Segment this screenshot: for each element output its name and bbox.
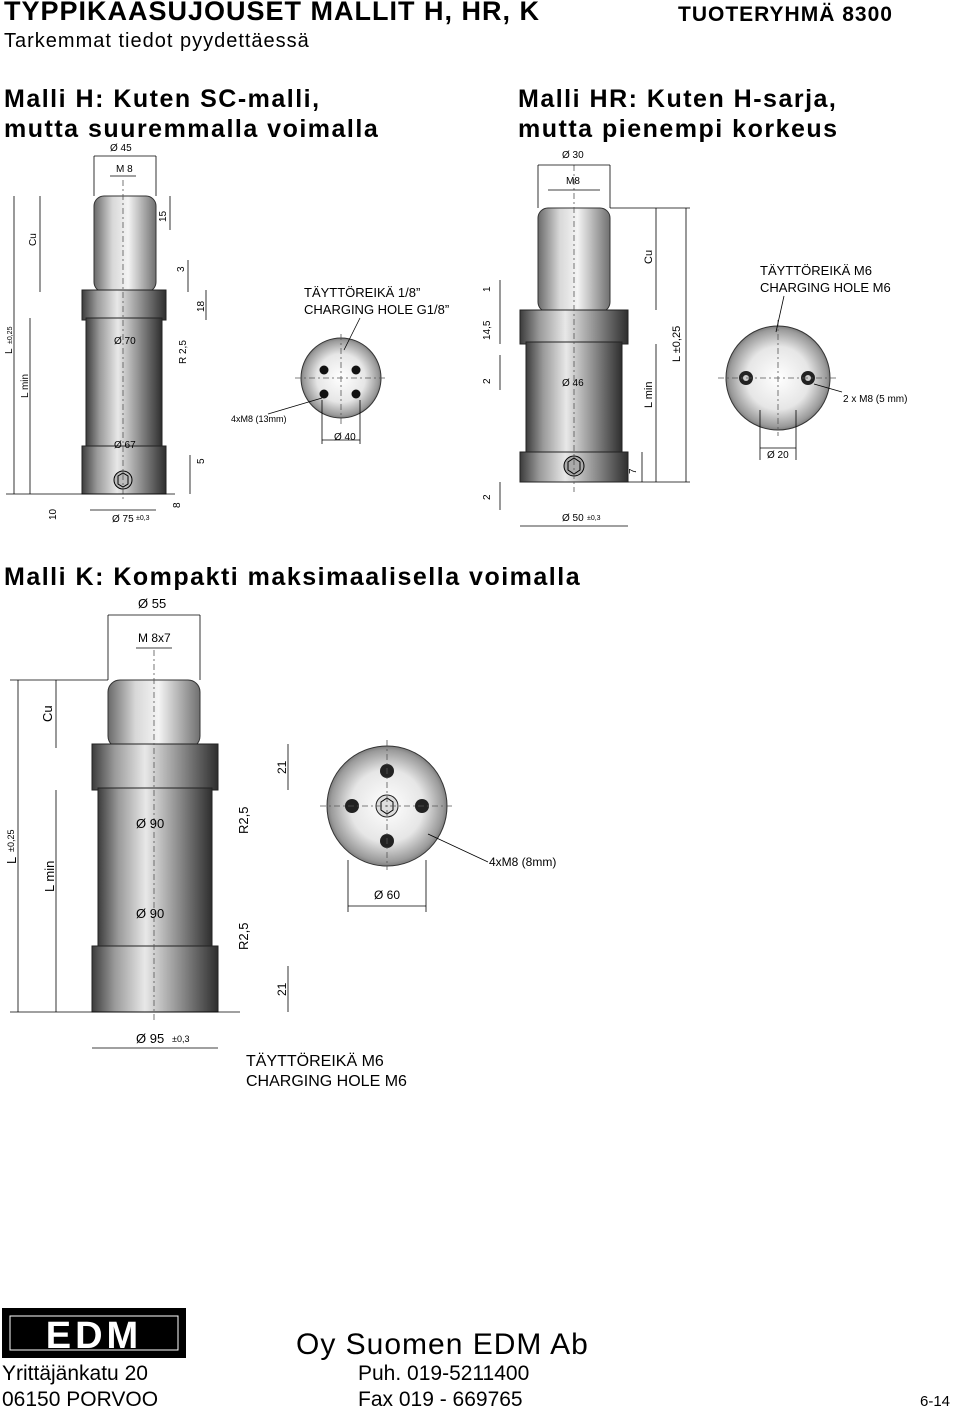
model-k-cylinder — [91, 650, 219, 1020]
logo-text: EDM — [46, 1315, 142, 1357]
callout-fi: TÄYTTÖREIKÄ M6 — [246, 1053, 384, 1070]
dim-1: 1 — [482, 286, 493, 292]
address-city: 06150 PORVOO — [2, 1388, 159, 1411]
dim-l: L — [4, 348, 15, 354]
dim-10: 10 — [48, 508, 59, 520]
model-k-drawing: Ø 55 M 8x7 Cu 21 L ±0,25 L min Ø 90 R2,5… — [4, 596, 556, 1049]
dim-cu: Cu — [643, 250, 655, 264]
dim-d90b: Ø 90 — [136, 906, 164, 921]
model-hr-heading-line1: Malli HR: Kuten H-sarja, — [518, 85, 838, 113]
dim-21b: 21 — [275, 982, 289, 996]
dim-18: 18 — [196, 300, 207, 312]
dim-cu: Cu — [28, 233, 39, 246]
address-street: Yrittäjänkatu 20 — [2, 1362, 148, 1385]
dim-7: 7 — [628, 468, 639, 474]
dim-l-tol: ±0,25 — [7, 326, 14, 344]
callout-fi: TÄYTTÖREIKÄ M6 — [760, 263, 872, 278]
dim-lmin: L min — [42, 861, 57, 892]
model-hr-heading-line2: mutta pienempi korkeus — [518, 115, 839, 143]
dim-d60: Ø 60 — [374, 888, 400, 902]
dim-d46: Ø 46 — [562, 378, 584, 389]
dim-r25b: R2,5 — [236, 923, 251, 950]
model-hr-end-view: 2 x M8 (5 mm) Ø 20 — [718, 295, 907, 461]
dim-d70: Ø 70 — [114, 336, 136, 347]
dim-2a: 2 — [482, 378, 493, 384]
callout-en: CHARGING HOLE G1/8” — [304, 302, 450, 317]
dim-d67: Ø 67 — [114, 440, 136, 451]
model-hr-charging-hole-callout: TÄYTTÖREIKÄ M6 CHARGING HOLE M6 — [760, 262, 891, 296]
callout-en: CHARGING HOLE M6 — [246, 1073, 407, 1090]
model-h-heading-line2: mutta suuremmalla voimalla — [4, 115, 380, 143]
model-h-dimensions: Ø 45 M 8 15 Cu 3 18 Ø 70 R 2,5 L ±0,25 L… — [4, 143, 207, 525]
dim-14-5: 14,5 — [482, 320, 493, 340]
dim-l: L ±0,25 — [671, 326, 683, 362]
dim-d90a: Ø 90 — [136, 816, 164, 831]
dim-r25a: R2,5 — [236, 807, 251, 834]
fax-number: Fax 019 - 669765 — [358, 1388, 523, 1411]
model-k-dimensions: Ø 55 M 8x7 Cu 21 L ±0,25 L min Ø 90 R2,5… — [4, 596, 289, 1049]
dim-m8: M 8 — [116, 164, 133, 175]
model-hr-heading: Malli HR: Kuten H-sarja, mutta pienempi … — [518, 84, 839, 144]
document-title: TYPPIKAASUJOUSET MALLIT H, HR, K — [4, 0, 541, 26]
dim-2b: 2 — [482, 494, 493, 500]
dim-8: 8 — [172, 502, 183, 508]
dim-m8x7: M 8x7 — [138, 631, 171, 645]
dim-d95: Ø 95 — [136, 1031, 164, 1046]
dim-3: 3 — [176, 266, 187, 272]
dim-l-tol: ±0,25 — [6, 830, 16, 852]
edm-logo: EDM — [2, 1308, 186, 1358]
dim-lmin: L min — [20, 374, 31, 398]
dim-l: L — [4, 857, 19, 864]
dim-holes: 4xM8 (8mm) — [489, 855, 556, 869]
dim-d20: Ø 20 — [767, 450, 789, 461]
dim-lmin: L min — [643, 382, 655, 409]
dim-d40: Ø 40 — [334, 432, 356, 443]
model-h-end-view: 4xM8 (13mm) Ø 40 — [231, 317, 388, 444]
dim-cu: Cu — [40, 705, 55, 722]
dim-21a: 21 — [275, 760, 289, 774]
model-h-cylinder — [81, 180, 167, 500]
document-subtitle: Tarkemmat tiedot pyydettäessä — [4, 30, 310, 52]
dim-d50: Ø 50 — [562, 513, 584, 524]
model-h-heading-line1: Malli H: Kuten SC-malli, — [4, 85, 321, 113]
dim-d45: Ø 45 — [110, 143, 132, 154]
model-k-charging-hole-callout: TÄYTTÖREIKÄ M6 CHARGING HOLE M6 — [246, 1052, 407, 1092]
product-group: TUOTERYHMÄ 8300 — [678, 3, 893, 26]
dim-holes: 4xM8 (13mm) — [231, 414, 287, 424]
company-name: Oy Suomen EDM Ab — [296, 1328, 589, 1361]
dim-d50-tol: ±0,3 — [587, 515, 601, 522]
dim-holes: 2 x M8 (5 mm) — [843, 394, 907, 405]
callout-en: CHARGING HOLE M6 — [760, 280, 891, 295]
model-h-heading: Malli H: Kuten SC-malli, mutta suuremmal… — [4, 84, 379, 144]
model-hr-dimensions: Ø 30 M8 Cu 1 14,5 2 L ±0,25 L min Ø 46 7… — [482, 150, 690, 527]
dim-d75: Ø 75 — [112, 514, 134, 525]
dim-15: 15 — [158, 210, 169, 222]
model-k-end-view: 4xM8 (8mm) Ø 60 — [320, 740, 556, 912]
dim-d55: Ø 55 — [138, 596, 166, 611]
model-h-charging-hole-callout: TÄYTTÖREIKÄ 1/8” CHARGING HOLE G1/8” — [304, 284, 449, 318]
dim-m8: M8 — [566, 176, 580, 187]
phone-number: Puh. 019-5211400 — [358, 1362, 530, 1385]
callout-fi: TÄYTTÖREIKÄ 1/8” — [304, 285, 421, 300]
dim-r25: R 2,5 — [178, 340, 189, 364]
dim-5: 5 — [196, 458, 207, 464]
dim-d75-tol: ±0,3 — [136, 515, 150, 522]
dim-d30: Ø 30 — [562, 150, 584, 161]
model-h-drawing: Ø 45 M 8 15 Cu 3 18 Ø 70 R 2,5 L ±0,25 L… — [4, 143, 388, 525]
model-hr-cylinder — [519, 165, 629, 492]
model-hr-drawing: Ø 30 M8 Cu 1 14,5 2 L ±0,25 L min Ø 46 7… — [482, 150, 907, 527]
model-k-heading: Malli K: Kompakti maksimaalisella voimal… — [4, 563, 582, 591]
dim-d95-tol: ±0,3 — [172, 1034, 189, 1044]
page-number: 6-14 — [920, 1393, 951, 1410]
edm-logo-mark: EDM — [9, 1315, 179, 1357]
